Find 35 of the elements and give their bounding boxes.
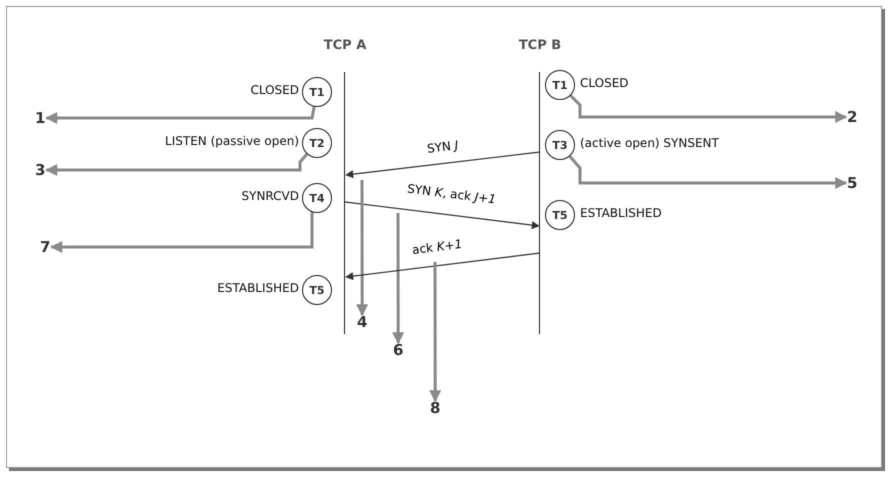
step-number: 2 xyxy=(847,108,858,126)
state-label: CLOSED xyxy=(250,83,299,97)
message-arrow xyxy=(345,252,540,280)
state-id: T5 xyxy=(552,208,568,222)
step-number: 1 xyxy=(35,109,46,127)
arrow xyxy=(429,262,442,402)
arrow xyxy=(45,153,308,176)
state-id: T3 xyxy=(552,138,568,152)
state-label: ESTABLISHED xyxy=(580,206,662,220)
participant-label: TCP A xyxy=(322,38,368,53)
arrow xyxy=(570,94,848,123)
step-number: 8 xyxy=(430,399,440,417)
step-number: 4 xyxy=(357,313,368,331)
arrow xyxy=(392,213,404,344)
step-number: 3 xyxy=(35,161,46,179)
state-id: T1 xyxy=(552,78,568,92)
arrow xyxy=(568,155,848,189)
arrow xyxy=(45,106,316,124)
state-label: CLOSED xyxy=(580,76,629,90)
state-id: T1 xyxy=(309,86,325,98)
state-label: ESTABLISHED xyxy=(217,281,299,295)
state-label: (active open) SYNSENT xyxy=(580,136,719,150)
participant-label: TCP B xyxy=(518,38,562,53)
state-id: T2 xyxy=(309,136,325,150)
message-arrow xyxy=(344,201,540,230)
step-number: 6 xyxy=(393,341,404,359)
state-id: T4 xyxy=(309,192,325,204)
arrow xyxy=(50,212,314,253)
state-label: LISTEN (passive open) xyxy=(165,134,299,148)
arrow xyxy=(356,180,368,316)
step-number: 7 xyxy=(40,238,50,256)
state-id: T5 xyxy=(309,284,325,296)
step-number: 5 xyxy=(847,174,858,192)
state-label: SYNRCVD xyxy=(242,189,299,203)
message-arrow xyxy=(345,151,540,178)
